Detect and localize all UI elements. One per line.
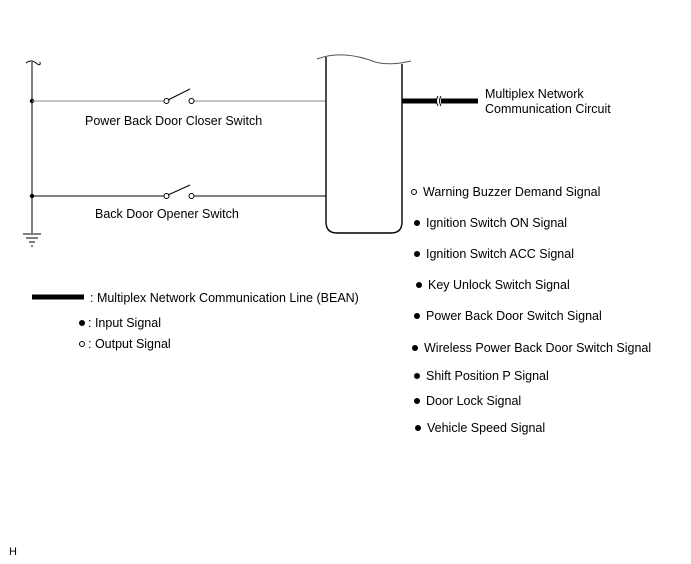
opener-switch-label: Back Door Opener Switch (95, 207, 239, 221)
signal-label: Power Back Door Switch Signal (426, 309, 602, 323)
input-signal-icon (414, 250, 420, 257)
signal-item: Vehicle Speed Signal (415, 421, 545, 435)
legend-bean-label: : Multiplex Network Communication Line (… (90, 291, 359, 305)
signal-label: Vehicle Speed Signal (427, 421, 546, 435)
input-signal-icon (414, 372, 420, 379)
signal-item: Power Back Door Switch Signal (414, 309, 602, 323)
signal-label: Ignition Switch ON Signal (426, 216, 568, 230)
legend-output: : Output Signal (79, 337, 171, 351)
input-signal-icon (412, 344, 418, 351)
signal-item: Wireless Power Back Door Switch Signal (412, 341, 651, 355)
legend-input: : Input Signal (79, 316, 161, 330)
ground-icon (23, 233, 41, 247)
corner-mark: H (9, 546, 17, 558)
output-signal-icon (79, 340, 85, 347)
network-label-line2: Communication Circuit (485, 102, 611, 116)
legend-input-label: : Input Signal (88, 316, 161, 330)
signal-label: Wireless Power Back Door Switch Signal (424, 341, 652, 355)
output-signal-icon (411, 188, 417, 195)
bean-line-break-icon (436, 95, 442, 107)
input-signal-icon (414, 312, 420, 319)
closer-switch-icon (163, 88, 195, 104)
signal-label: Door Lock Signal (426, 394, 522, 408)
input-signal-icon (415, 424, 421, 431)
signal-item: Warning Buzzer Demand Signal (411, 185, 600, 199)
input-signal-icon (414, 397, 420, 404)
legend-output-label: : Output Signal (88, 337, 171, 351)
network-label-line1: Multiplex Network (485, 87, 584, 101)
wire-break-symbol-top (25, 60, 41, 66)
input-signal-icon (416, 281, 422, 288)
signal-label: Key Unlock Switch Signal (428, 278, 570, 292)
input-signal-icon (79, 319, 85, 326)
signal-item: Ignition Switch ACC Signal (414, 247, 574, 261)
closer-switch-label: Power Back Door Closer Switch (85, 114, 263, 128)
signal-item: Ignition Switch ON Signal (414, 216, 567, 230)
signal-item: Key Unlock Switch Signal (416, 278, 570, 292)
ecu-top-wavy-edge (316, 54, 412, 65)
signal-item: Shift Position P Signal (414, 369, 549, 383)
input-signal-icon (414, 219, 420, 226)
ecu-body (325, 57, 403, 234)
signal-item: Door Lock Signal (414, 394, 521, 408)
opener-switch-icon (163, 184, 195, 199)
signal-label: Ignition Switch ACC Signal (426, 247, 574, 261)
signal-label: Warning Buzzer Demand Signal (423, 185, 601, 199)
signal-label: Shift Position P Signal (426, 369, 549, 383)
